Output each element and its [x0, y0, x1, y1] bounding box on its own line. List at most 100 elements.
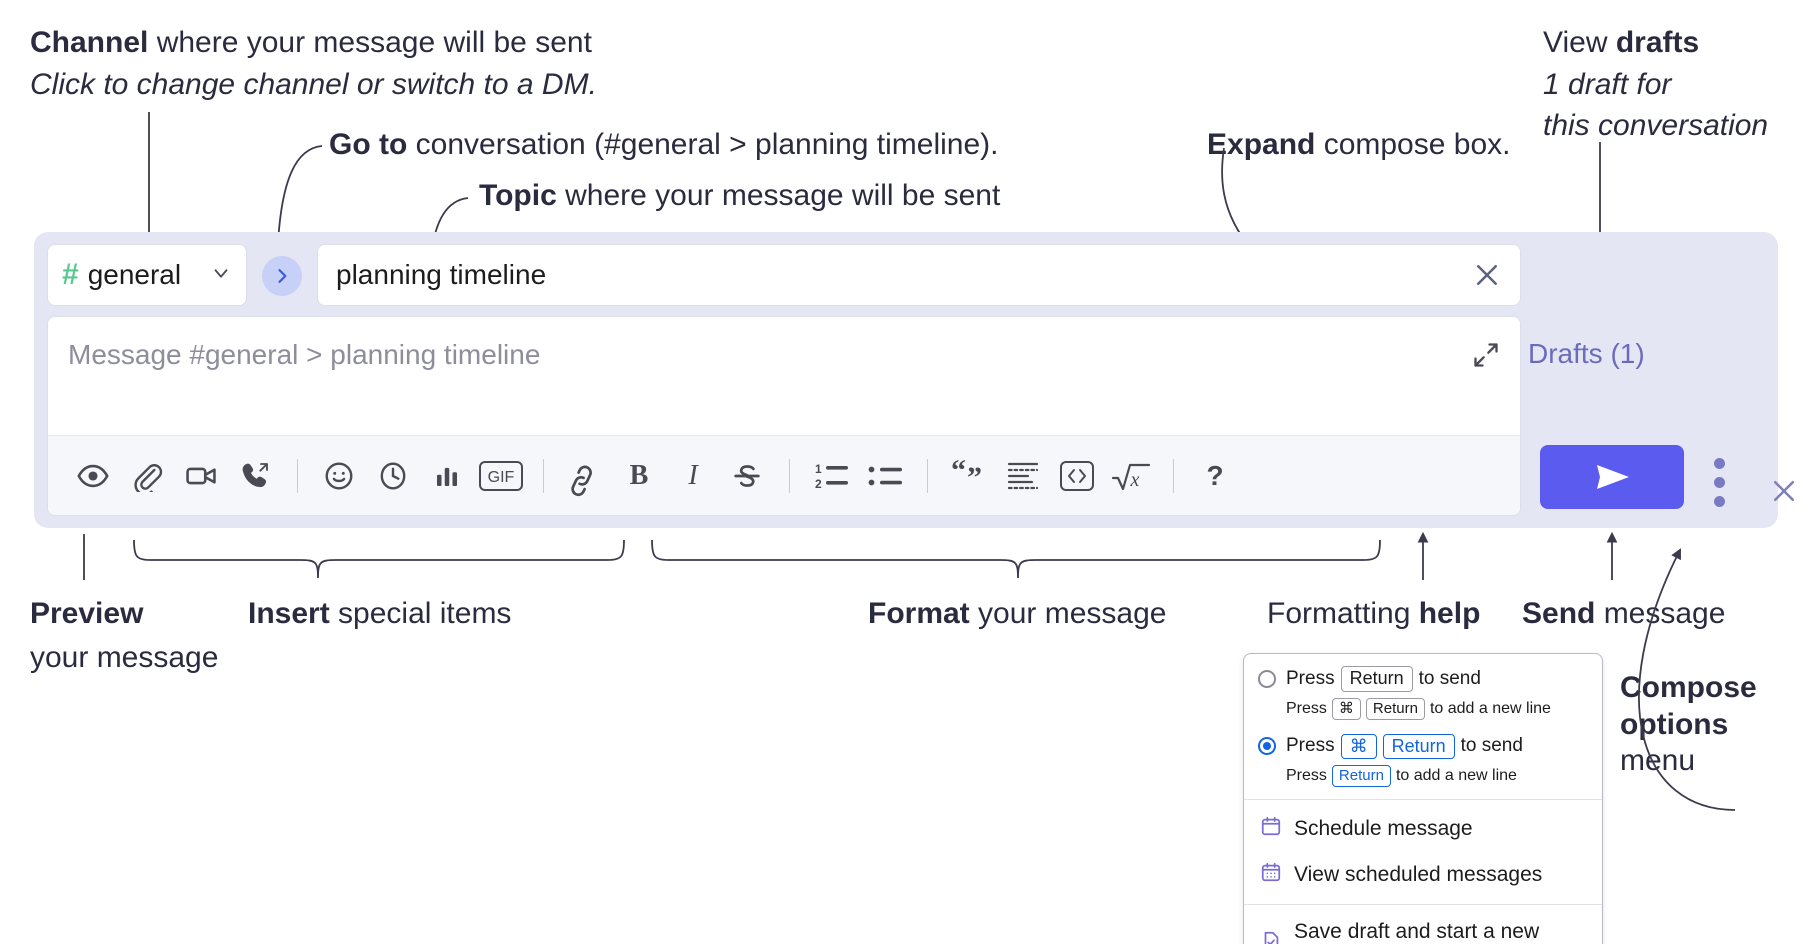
message-input[interactable]: Message #general > planning timeline [48, 317, 1520, 435]
svg-text:“: “ [951, 460, 966, 487]
ordered-list-icon[interactable]: 1 2 [804, 448, 858, 504]
link-icon[interactable] [558, 448, 612, 504]
blockquote-icon[interactable]: “ ” [942, 448, 996, 504]
annotation-format-bold: Format [868, 597, 970, 630]
annotation-send-bold: Send [1522, 597, 1596, 630]
radio-selected[interactable] [1258, 737, 1276, 756]
svg-text:GIF: GIF [488, 469, 515, 486]
annotation-send: Send message [1522, 595, 1725, 633]
formatting-toolbar: GIF B I [48, 435, 1520, 515]
gif-icon[interactable]: GIF [474, 448, 528, 504]
goto-conversation-button[interactable] [262, 256, 302, 296]
menu-item-label: View scheduled messages [1294, 863, 1543, 887]
send-button[interactable] [1540, 445, 1684, 509]
toolbar-divider [1158, 448, 1188, 504]
hash-icon: # [62, 258, 79, 291]
menu-item-label: Save draft and start a new message [1294, 920, 1540, 944]
bullet-list-icon[interactable] [858, 448, 912, 504]
annotation-drafts-pre: View [1543, 26, 1616, 59]
expand-compose-icon[interactable] [1472, 341, 1500, 374]
menu-item-view-scheduled-messages[interactable]: View scheduled messages [1244, 852, 1602, 898]
italic-icon[interactable]: I [666, 448, 720, 504]
annotation-compose-rest: menu [1620, 744, 1696, 778]
annotation-help-pre: Formatting [1267, 597, 1419, 630]
code-block-icon[interactable] [996, 448, 1050, 504]
menu-item-schedule-message[interactable]: Schedule message [1244, 806, 1602, 852]
chevron-down-icon [210, 262, 232, 289]
menu-divider [1244, 799, 1602, 801]
annotation-drafts-bold: drafts [1615, 26, 1700, 59]
message-box: Message #general > planning timeline [47, 316, 1521, 516]
file-check-icon [1260, 930, 1282, 944]
paperclip-icon[interactable] [120, 448, 174, 504]
clear-topic-icon[interactable] [1472, 260, 1502, 290]
annotation-topic-rest: where your message will be sent [556, 179, 1001, 212]
svg-text:B: B [630, 460, 649, 491]
svg-text:2: 2 [815, 477, 822, 491]
annotation-insert-rest: special items [329, 597, 512, 630]
svg-text:”: ” [967, 461, 982, 492]
annotation-topic: Topic where your message will be sent [479, 177, 1000, 215]
annotation-topic-bold: Topic [479, 179, 557, 212]
radio-unselected[interactable] [1258, 669, 1276, 688]
annotation-goto: Go to conversation (#general > planning … [329, 126, 999, 164]
annotation-expand: Expand compose box. [1207, 126, 1510, 164]
calendar-clock-icon [1260, 815, 1282, 843]
option2-sub-post: to add a new line [1395, 767, 1517, 785]
bar-chart-icon[interactable] [420, 448, 474, 504]
option2-sub-key: Return [1331, 765, 1391, 788]
eye-icon[interactable] [66, 448, 120, 504]
annotation-drafts-sub2: this conversation [1543, 108, 1769, 142]
annotation-preview-bold: Preview [30, 597, 144, 630]
drafts-link[interactable]: Drafts (1) [1528, 338, 1645, 369]
option2-key2: Return [1382, 733, 1455, 760]
annotation-channel-sub: Click to change channel or switch to a D… [30, 68, 597, 102]
option1-sub-pre: Press [1286, 699, 1327, 717]
bold-icon[interactable]: B [612, 448, 666, 504]
menu-item-save-draft[interactable]: Save draft and start a new message [1244, 911, 1602, 944]
menu-item-label: Schedule message [1294, 817, 1473, 841]
video-camera-icon[interactable] [174, 448, 228, 504]
annotation-channel-rest: where your message will be sent [148, 26, 592, 59]
phone-forward-icon[interactable] [228, 448, 282, 504]
keybinding-option-return[interactable]: Press Return to send [1244, 664, 1602, 694]
annotation-channel-bold: Channel [30, 26, 149, 59]
option1-post: to send [1418, 667, 1481, 689]
svg-text:?: ? [1206, 460, 1223, 491]
annotation-goto-rest: conversation (#general > planning timeli… [407, 128, 999, 161]
channel-name: general [87, 259, 182, 290]
annotation-drafts: View drafts 1 draft for this conversatio… [1543, 24, 1768, 145]
strikethrough-icon[interactable] [720, 448, 774, 504]
annotation-compose-bold2: options [1620, 707, 1729, 741]
annotation-help-bold: help [1418, 597, 1481, 630]
clock-icon[interactable] [366, 448, 420, 504]
keybinding-option-cmd-return-sub: Press Return to add a new line [1244, 765, 1602, 788]
channel-selector[interactable]: # general [47, 244, 247, 306]
emoji-icon[interactable] [312, 448, 366, 504]
compose-options-dropdown: Press Return to send Press ⌘ Return to a… [1243, 653, 1603, 944]
compose-options-menu-button[interactable] [1714, 458, 1725, 507]
option1-key: Return [1340, 666, 1413, 692]
annotation-preview: Preview your message [30, 595, 218, 678]
annotation-send-rest: message [1595, 597, 1726, 630]
svg-text:1: 1 [815, 462, 822, 476]
annotation-preview-sub: your message [30, 641, 219, 675]
toolbar-divider [528, 448, 558, 504]
message-placeholder: Message #general > planning timeline [68, 339, 541, 370]
compose-header-row: # general planning timeline [47, 244, 1521, 306]
keybinding-option-cmd-return[interactable]: Press ⌘ Return to send [1244, 732, 1602, 762]
code-icon[interactable] [1050, 448, 1104, 504]
close-icon[interactable] [1769, 476, 1799, 511]
annotation-expand-rest: compose box. [1315, 128, 1511, 161]
help-icon[interactable]: ? [1188, 448, 1242, 504]
topic-input[interactable]: planning timeline [317, 244, 1521, 306]
annotation-goto-bold: Go to [329, 128, 408, 161]
option2-pre: Press [1286, 735, 1335, 757]
menu-divider [1244, 904, 1602, 906]
option1-sub-post: to add a new line [1429, 699, 1551, 717]
option1-sub-key1: ⌘ [1331, 697, 1361, 720]
math-icon[interactable]: x [1104, 448, 1158, 504]
topic-value: planning timeline [336, 259, 547, 290]
annotation-format: Format your message [868, 595, 1166, 633]
toolbar-divider [912, 448, 942, 504]
